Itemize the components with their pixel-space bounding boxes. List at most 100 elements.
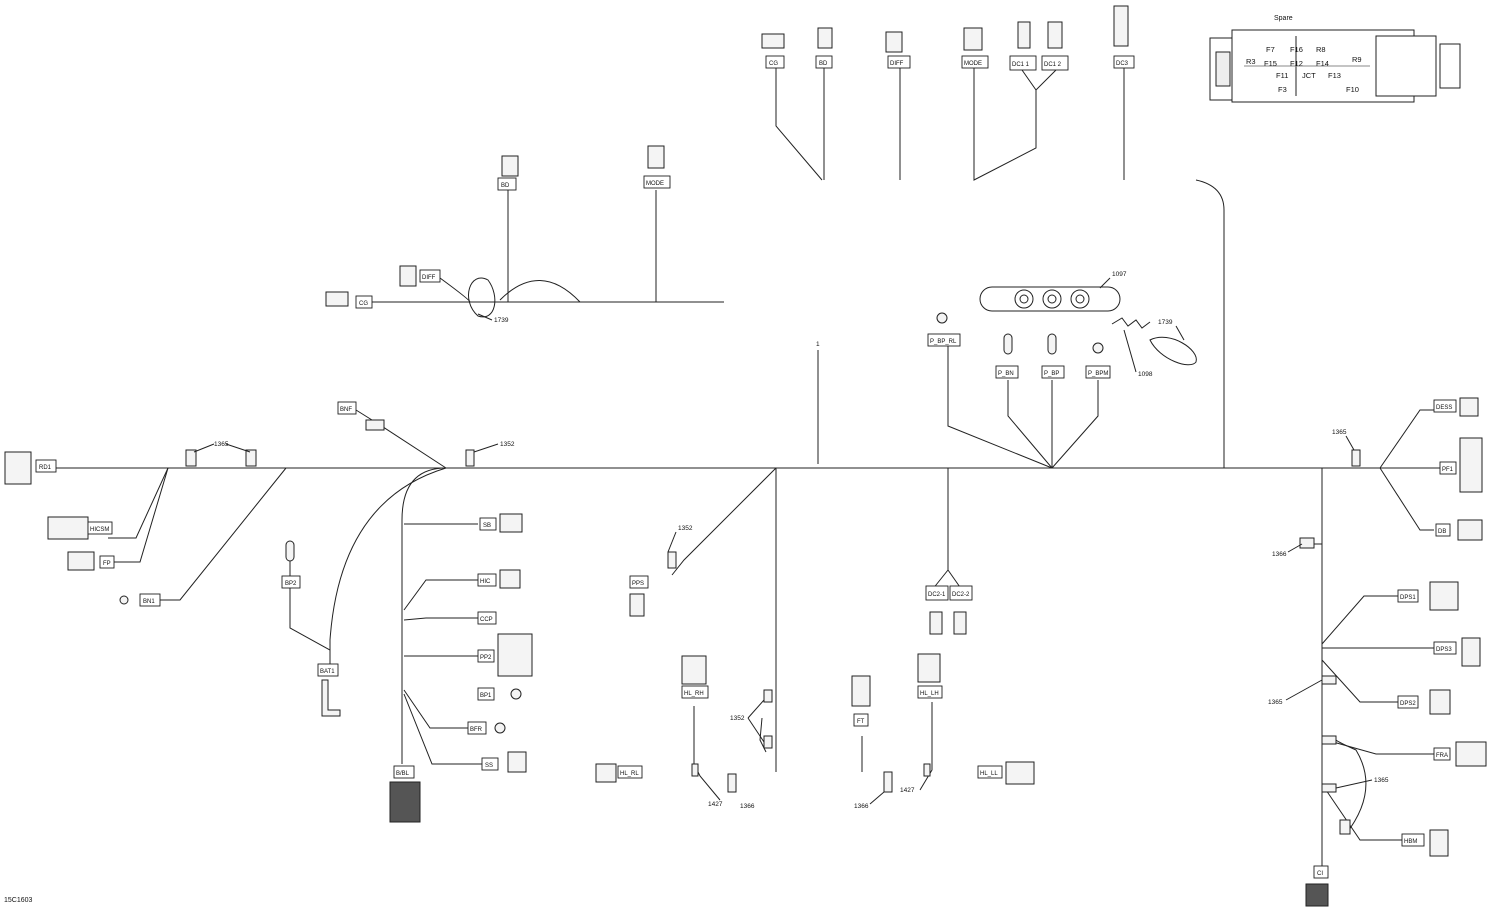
callout-number: 1739 <box>1158 319 1173 326</box>
label-text: HIC <box>480 579 491 585</box>
label-text: DPS1 <box>1400 595 1416 601</box>
fuse-cell: F11 <box>1276 71 1288 80</box>
label-text: PF1 <box>1442 467 1454 473</box>
label-text: BNF <box>340 407 352 413</box>
connector-icon <box>1305 883 1329 907</box>
label-DPS2: DPS2 <box>1397 695 1419 709</box>
label-text: MODE <box>964 61 982 67</box>
fuse-cell: R9 <box>1352 55 1362 64</box>
label-text: BP2 <box>285 581 297 587</box>
connector-icon <box>1457 519 1483 541</box>
callout-number: 1739 <box>494 317 509 324</box>
clip-icon <box>1321 783 1337 793</box>
connector-icon <box>389 781 421 823</box>
label-BD-mid: BD <box>497 177 517 191</box>
label-HL_RH: HL_RH <box>681 685 709 699</box>
label-CG-mid: CG <box>355 295 373 309</box>
connector-icon <box>1429 581 1459 611</box>
label-text: SB <box>483 523 491 529</box>
connector-icon <box>595 763 617 783</box>
callout-number: 1 <box>816 341 820 348</box>
fuse-box: Spare F7 F16 R8 R3 F15 F12 F14 R9 F11 JC… <box>1209 15 1461 103</box>
label-text: DC1 2 <box>1044 62 1062 68</box>
clip-icon <box>185 449 197 467</box>
clip-icon <box>245 449 257 467</box>
label-BP1: BP1 <box>477 687 495 701</box>
label-text: FT <box>857 719 865 725</box>
callout-numbers: 1365 1352 1739 1 1097 1739 1098 1365 136… <box>193 271 1389 810</box>
label-text: CI <box>1317 871 1323 877</box>
label-RD1: RD1 <box>35 459 57 473</box>
label-text: MODE <box>646 181 664 187</box>
callout-number: 1366 <box>740 803 755 810</box>
connector-icon <box>817 27 833 49</box>
label-HL_RL: HL_RL <box>617 765 643 779</box>
connector-icon <box>1047 21 1063 49</box>
clip-icon <box>727 773 737 793</box>
connector-icon <box>629 593 645 617</box>
label-MODE-top: MODE <box>961 55 989 69</box>
clip-icon <box>465 449 475 467</box>
label-P_BP_RL: P_BP_RL <box>927 333 961 347</box>
label-text: FRA <box>1436 753 1448 759</box>
clip-icon <box>1321 675 1337 685</box>
label-HIC: HIC <box>477 573 497 587</box>
label-text: SS <box>485 763 493 769</box>
ground-bus-bar <box>979 286 1197 366</box>
label-HL_LL: HL_LL <box>977 765 1003 779</box>
label-DC1-1: DC1 1 <box>1009 55 1037 71</box>
connector-icon <box>1017 21 1031 49</box>
label-FRA: FRA <box>1433 747 1451 761</box>
label-text: HL_LH <box>920 691 939 697</box>
fuse-cell: F16 <box>1290 45 1303 54</box>
label-DC2-2: DC2-2 <box>949 585 973 601</box>
label-BP2: BP2 <box>281 575 301 589</box>
label-text: B/BL <box>396 771 410 777</box>
label-text: HL_RH <box>684 691 704 697</box>
terminal-icon <box>494 722 506 734</box>
terminal-icon <box>119 595 129 605</box>
terminal-icon <box>1047 333 1057 355</box>
label-PF1: PF1 <box>1439 461 1457 475</box>
fuse-cell: F7 <box>1266 45 1275 54</box>
label-DPS1: DPS1 <box>1397 589 1419 603</box>
harness-wires <box>36 68 1440 876</box>
label-HICSM: HICSM <box>87 521 113 535</box>
label-DESS: DESS <box>1433 399 1457 413</box>
clip-icon <box>763 689 773 703</box>
terminal-icon <box>929 611 943 635</box>
fuse-cell: R8 <box>1316 45 1326 54</box>
label-text: DC3 <box>1116 61 1129 67</box>
label-text: DPS2 <box>1400 701 1416 707</box>
clip-icon <box>883 771 893 793</box>
connector-icon <box>851 675 871 707</box>
ring-terminal-icon <box>1092 342 1104 354</box>
label-P_BN: P_BN <box>995 365 1019 379</box>
connector-icon <box>681 655 707 685</box>
clip-icon <box>1339 819 1351 835</box>
connector-icon <box>963 27 983 51</box>
clip-icon <box>691 763 699 777</box>
label-text: DIFF <box>890 61 904 67</box>
label-CG-top: CG <box>765 55 785 69</box>
connector-icon <box>499 513 523 533</box>
label-text: PPS <box>632 581 644 587</box>
fuse-cell: F12 <box>1290 59 1303 68</box>
connector-icon <box>497 633 533 677</box>
connector-icon <box>47 516 89 540</box>
callout-number: 1352 <box>500 441 515 448</box>
callout-number: 1365 <box>1374 777 1389 784</box>
connector-icon <box>4 451 32 485</box>
connector-icon <box>885 31 903 53</box>
fuse-cell: F14 <box>1316 59 1329 68</box>
fuse-cell: F10 <box>1346 85 1359 94</box>
label-text: FP <box>103 561 111 567</box>
label-text: DPS3 <box>1436 647 1452 653</box>
label-text: DC1 1 <box>1012 62 1030 68</box>
fuse-cell: F3 <box>1278 85 1287 94</box>
label-text: DC2-2 <box>952 592 970 598</box>
label-text: P_BP_RL <box>930 339 957 345</box>
label-P_BP: P_BP <box>1041 365 1065 379</box>
callout-number: 1097 <box>1112 271 1127 278</box>
connector-icon <box>1429 829 1449 857</box>
